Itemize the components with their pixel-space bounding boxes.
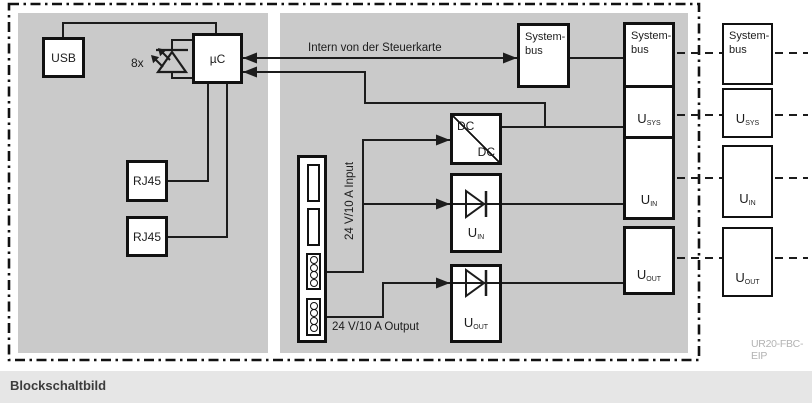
wire-usb-uc [62,22,217,37]
rj45-bottom-label: RJ45 [132,229,161,244]
diode-icon [453,189,499,219]
uc-label: µC [209,51,226,66]
uin-diode-box: UIN [450,173,502,253]
arrowhead-into-dcdc [436,134,450,146]
wire-rj45-bottom-uc [168,84,228,238]
terminal-slot-1 [307,164,320,202]
led-count-label: 8x [131,56,144,70]
usys-box-inner: USYS [623,85,675,139]
uin-box-outer: UIN [722,145,773,218]
uin-box-inner: UIN [623,136,675,220]
rj45-top-label: RJ45 [132,174,161,188]
arrowhead-into-uin-diode [436,198,450,210]
rj45-bottom-box: RJ45 [126,216,168,257]
watermark-label: UR20-FBC-EIP [751,338,804,362]
systembus-outer-line1: System- [729,30,770,42]
uc-box: µC [192,33,243,84]
uin-diode-label: UIN [467,225,485,241]
output-24v-label: 24 V/10 A Output [332,321,419,333]
systembus-inner-line2: bus [631,44,649,56]
wire-rj45-top-uc [168,84,209,182]
usys-box-outer: USYS [722,88,773,138]
diode-icon [453,268,499,298]
uout-diode-box: UOUT [450,264,502,343]
usb-label: USB [51,50,76,65]
arrowhead-into-uout-diode [436,277,450,289]
outer-dashed-border [7,2,701,362]
terminal-contact [309,278,318,287]
terminal-contact [309,324,318,333]
terminal-contact [309,271,318,280]
wire-input-to-dcdc [327,139,450,273]
terminal-contact [309,316,318,325]
uin-outer-label: UIN [739,191,756,207]
dcdc-converter-box: DC DC [450,113,502,165]
dcdc-label-top: DC [457,119,475,133]
terminal-contact [309,309,318,318]
uout-box-inner: UOUT [623,226,675,295]
systembus-box-inner: System- bus [623,22,675,88]
arrowhead-into-systembus [503,52,517,64]
wire-led-bottom [171,72,192,79]
terminal-contact [309,301,318,310]
systembus-box-mid: System- bus [517,23,570,88]
arrowhead-into-uc-top [243,52,257,64]
usys-outer-label: USYS [735,111,760,127]
led-icon [151,48,189,74]
terminal-strip [297,155,327,343]
usb-box: USB [42,37,85,78]
uout-inner-label: UOUT [636,267,662,283]
rj45-top-box: RJ45 [126,160,168,202]
footer-title: Blockschaltbild [10,378,107,393]
footer-bar: Blockschaltbild [0,371,812,403]
arrowhead-into-uc-power [243,66,257,78]
systembus-inner-line1: System- [631,30,672,42]
input-24v-label: 24 V/10 A Input [344,161,356,240]
wire-output-to-uout-diode [327,282,450,318]
intern-line-label: Intern von der Steuerkarte [308,42,442,54]
systembus-box-outer: System- bus [722,23,773,85]
terminal-contact-group-output [306,298,321,336]
terminal-contact-group-input [306,253,321,290]
uout-diode-label: UOUT [463,315,489,331]
systembus-mid-line1: System- [525,31,566,43]
usys-inner-label: USYS [637,111,661,127]
uout-outer-label: UOUT [735,270,760,286]
terminal-contact [309,263,318,272]
systembus-mid-line2: bus [525,45,543,57]
uout-box-outer: UOUT [722,227,773,297]
wire-dcdc-to-uc [243,71,546,127]
uin-inner-label: UIN [640,192,658,208]
systembus-outer-line2: bus [729,44,747,56]
terminal-slot-2 [307,208,320,246]
wire-led-top [171,39,192,50]
dcdc-label-bottom: DC [477,145,495,159]
terminal-contact [309,256,318,265]
dashed-link-lines [677,52,808,259]
